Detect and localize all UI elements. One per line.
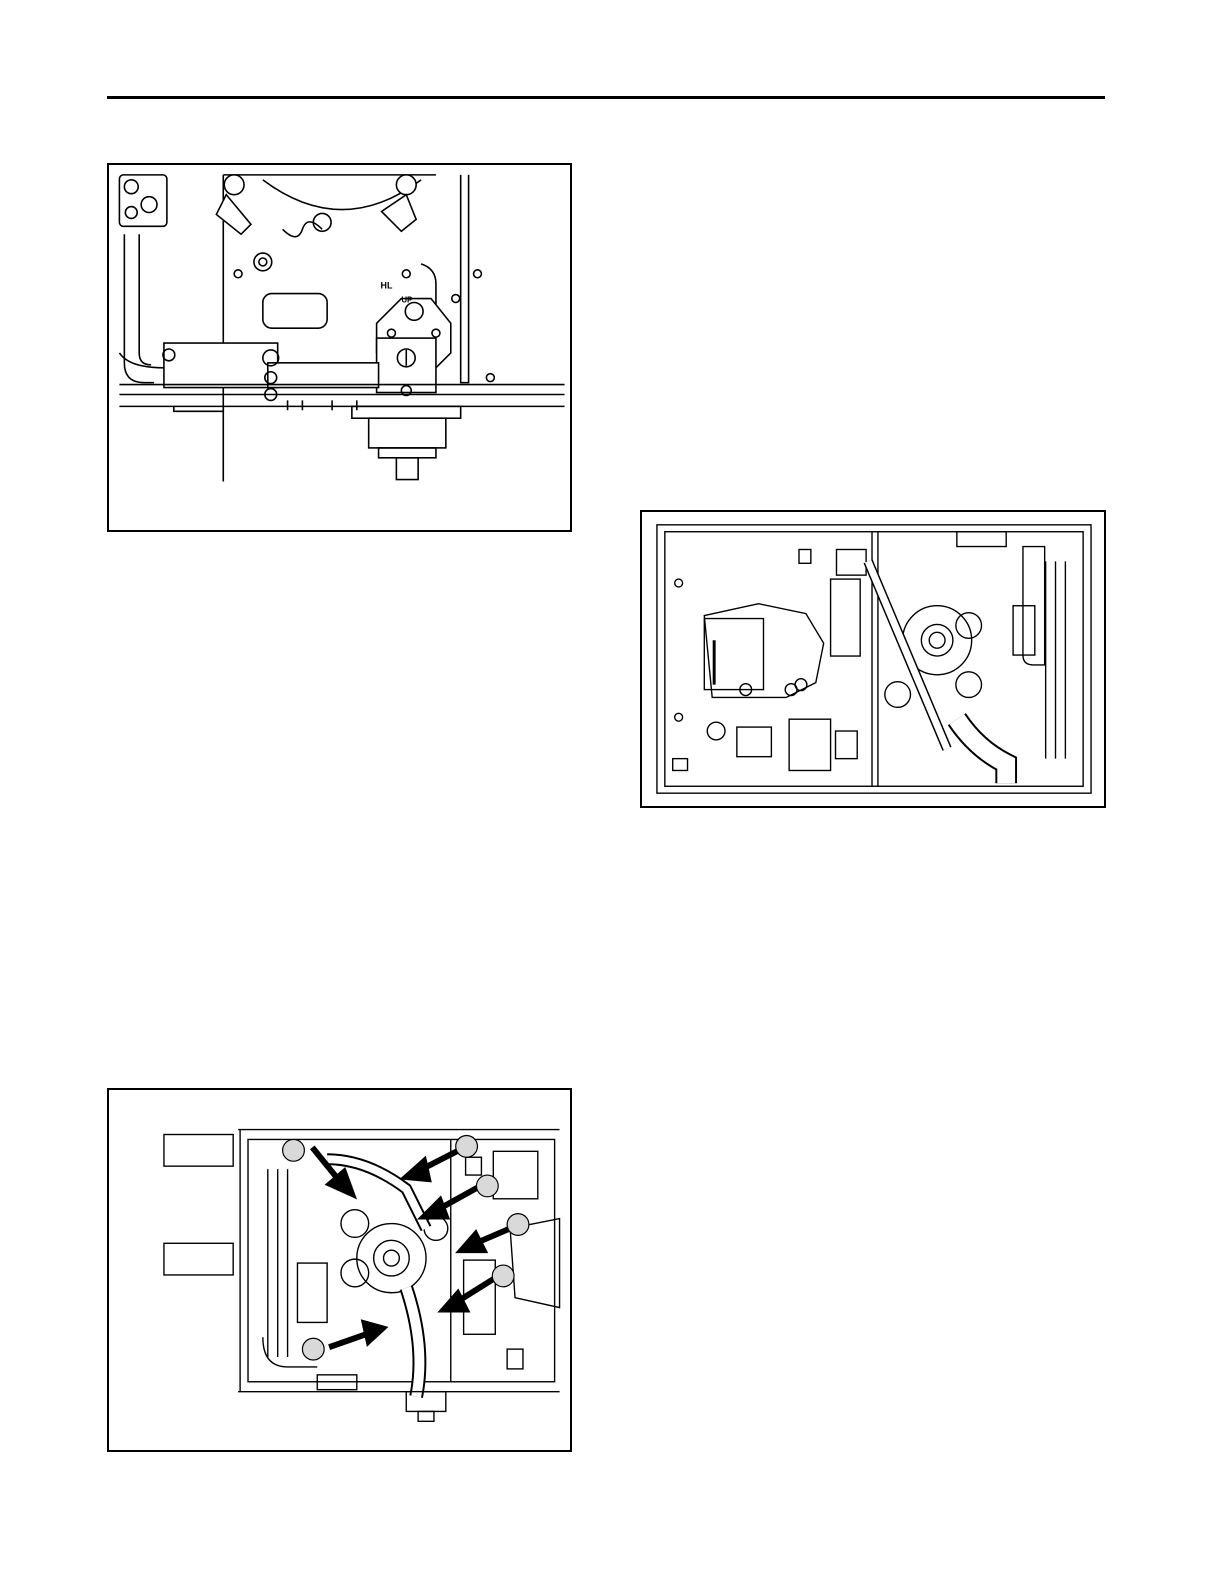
figure-2-drawing xyxy=(642,512,1104,806)
header-rule xyxy=(107,96,1105,99)
callout-1 xyxy=(283,1139,305,1161)
figure-1-drawing: HL UP xyxy=(109,165,570,530)
figure-3-callout-view xyxy=(107,1088,572,1452)
callout-6 xyxy=(302,1338,324,1360)
hl-label: HL xyxy=(381,281,393,291)
figure-3-drawing xyxy=(109,1090,570,1450)
figure-1-inducer-closeup: HL UP xyxy=(107,163,572,532)
figure-2-cabinet-view xyxy=(640,510,1106,808)
callout-2 xyxy=(456,1135,478,1157)
callout-4 xyxy=(507,1214,529,1236)
callout-5 xyxy=(492,1265,514,1287)
up-label: UP xyxy=(401,295,412,304)
callout-3 xyxy=(476,1175,498,1197)
